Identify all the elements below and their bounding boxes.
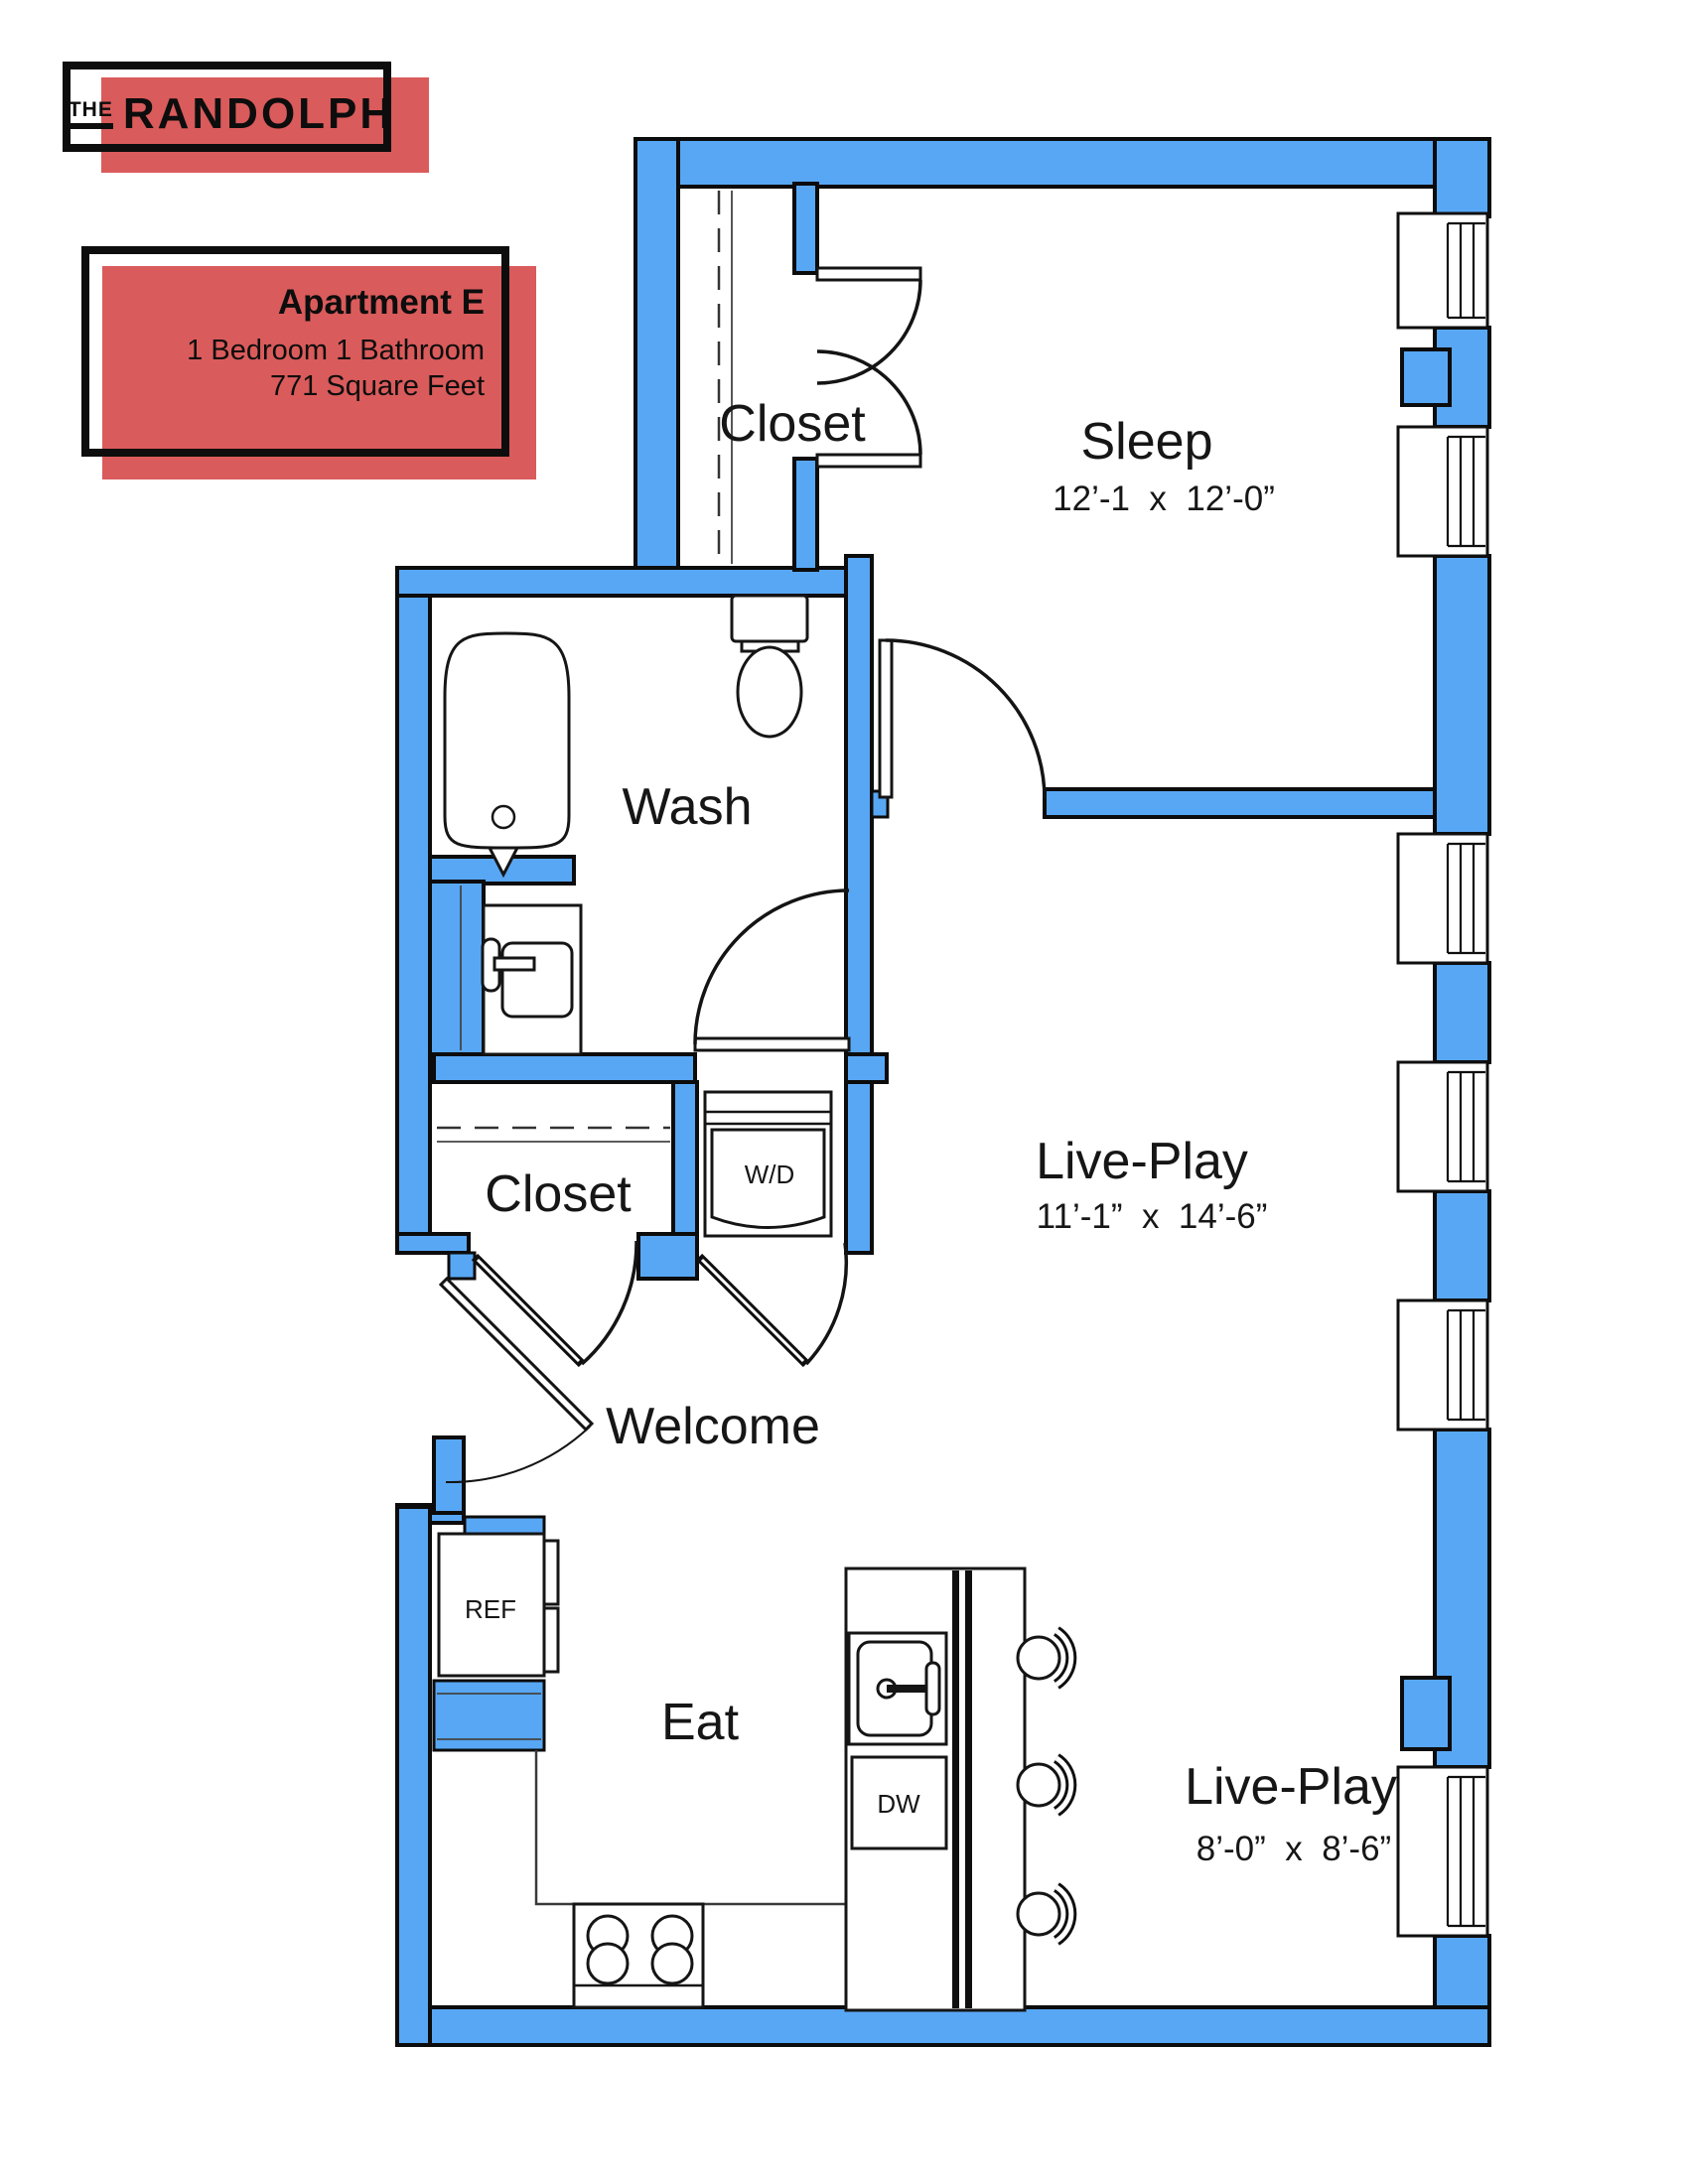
refrigerator: REF: [437, 1532, 560, 1678]
dishwasher: DW: [850, 1755, 948, 1850]
wash-label: Wash: [623, 778, 753, 836]
dw-label: DW: [877, 1789, 920, 1819]
closet-rod-lower: [437, 1126, 670, 1143]
logo-frame: [63, 62, 391, 152]
welcome-label: Welcome: [606, 1398, 820, 1455]
sleep-label: Sleep: [1081, 413, 1213, 471]
exterior-walls: [395, 137, 1491, 2047]
info-red-backdrop: [102, 266, 536, 479]
window-2: [1396, 425, 1489, 558]
stove: [572, 1902, 705, 2009]
entry-door: [438, 1276, 595, 1484]
live-play-nook-dims: 8’-0” x 8’-6”: [1196, 1830, 1391, 1868]
closet-rod-top: [717, 191, 733, 564]
window-3: [1396, 832, 1489, 965]
island-sink: [847, 1631, 948, 1746]
live-play-main-dims: 11’-1” x 14’-6”: [1037, 1197, 1268, 1236]
sleep-dims: 12’-1 x 12’-0”: [1053, 479, 1275, 518]
stool: [1016, 1626, 1077, 1690]
bar-stools: [1016, 1626, 1077, 1946]
closet-lower-label: Closet: [485, 1165, 632, 1223]
kitchen-island: DW: [844, 1567, 1027, 2012]
logo-red-backdrop: [101, 77, 429, 173]
kitchen-counter: [534, 1750, 846, 1906]
bathtub: [443, 631, 571, 879]
live-play-main-label: Live-Play: [1036, 1133, 1248, 1190]
wd-door: [695, 1242, 849, 1368]
closet-top-label: Closet: [719, 395, 866, 453]
eat-label: Eat: [661, 1694, 740, 1751]
sleep-door: [878, 638, 1047, 800]
apartment-sqft: 771 Square Feet: [269, 370, 485, 402]
closet-top-double-door: [815, 266, 922, 469]
logo-name: RANDOLPH: [122, 89, 395, 138]
windows: [1396, 211, 1489, 1938]
wash-door: [693, 888, 851, 1052]
info-frame: [81, 246, 509, 457]
logo-text: THE RANDOLPH: [68, 79, 391, 149]
live-play-nook-label: Live-Play: [1185, 1758, 1397, 1816]
wd-label: W/D: [745, 1160, 795, 1189]
apartment-bed-bath: 1 Bedroom 1 Bathroom: [187, 335, 485, 366]
ref-label: REF: [465, 1594, 516, 1624]
window-4: [1396, 1060, 1489, 1193]
apartment-info: Apartment E 1 Bedroom 1 Bathroom 771 Squ…: [119, 283, 485, 406]
window-5: [1396, 1298, 1489, 1432]
toilet: [730, 594, 809, 739]
stool: [1016, 1753, 1077, 1817]
logo-the: THE: [68, 99, 113, 129]
washer-dryer: W/D: [703, 1090, 833, 1238]
apartment-title: Apartment E: [277, 283, 485, 322]
stool: [1016, 1882, 1077, 1946]
window-6: [1396, 1765, 1489, 1938]
vanity-sink: [481, 903, 583, 1056]
window-1: [1396, 211, 1489, 330]
room-labels: Closet Sleep 12’-1 x 12’-0” Wash Closet …: [485, 395, 1397, 1868]
closet-lower-door: [471, 1240, 638, 1368]
